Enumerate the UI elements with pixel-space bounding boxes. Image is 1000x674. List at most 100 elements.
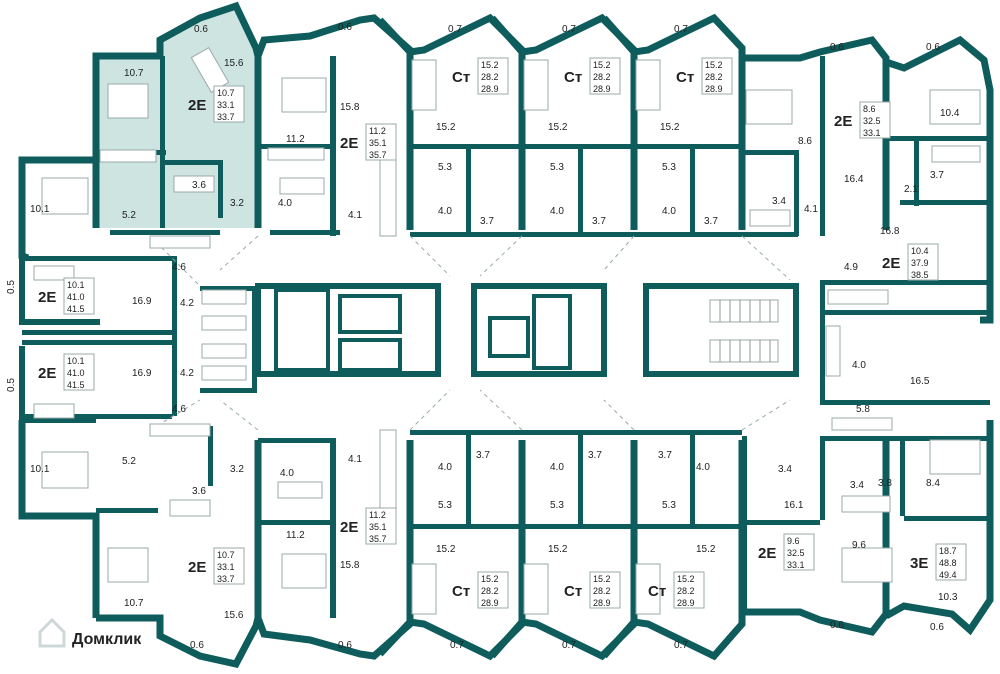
unit-area-total: 41.0 bbox=[67, 292, 85, 302]
room-area: 0.7 bbox=[562, 24, 576, 35]
unit-type: 2Е bbox=[188, 559, 206, 576]
corridor-dashes bbox=[149, 235, 791, 431]
unit-area-living: 8.6 bbox=[863, 104, 876, 114]
room-area: 16.9 bbox=[132, 296, 152, 307]
unit-area-with-balcony: 35.7 bbox=[369, 150, 387, 160]
room-area: 4.2 bbox=[180, 298, 194, 309]
unit-badge[interactable]: Ст 15.2 28.2 28.9 bbox=[648, 571, 705, 609]
room-area: 15.2 bbox=[436, 544, 456, 555]
unit-area-total: 28.2 bbox=[593, 586, 611, 596]
room-area: 0.5 bbox=[6, 280, 17, 294]
stair-flight bbox=[709, 299, 779, 363]
watermark: Домклик bbox=[38, 617, 142, 648]
unit-area-living: 18.7 bbox=[939, 546, 957, 556]
room-area: 4.0 bbox=[280, 468, 294, 479]
unit-badge[interactable]: Ст 15.2 28.2 28.9 bbox=[564, 571, 621, 609]
room-area: 15.2 bbox=[548, 544, 568, 555]
unit-badge[interactable]: 2Е 11.2 35.1 35.7 bbox=[340, 507, 397, 545]
unit-type: 2Е bbox=[340, 135, 358, 152]
unit-type: Ст bbox=[452, 69, 470, 86]
room-area: 2.1 bbox=[904, 184, 918, 195]
room-area: 4.0 bbox=[438, 206, 452, 217]
room-area: 16.5 bbox=[910, 376, 930, 387]
unit-area-total: 35.1 bbox=[369, 522, 387, 532]
room-area: 5.2 bbox=[122, 210, 136, 221]
unit-badge[interactable]: Ст 15.2 28.2 28.9 bbox=[564, 57, 621, 95]
room-area: 16.8 bbox=[880, 226, 900, 237]
unit-type: 2Е bbox=[758, 545, 776, 562]
room-area: 15.8 bbox=[340, 560, 360, 571]
room-area: 3.4 bbox=[772, 196, 786, 207]
unit-badge[interactable]: 2Е 10.7 33.1 33.7 bbox=[188, 85, 245, 123]
unit-area-living: 15.2 bbox=[705, 60, 723, 70]
unit-area-living: 10.7 bbox=[217, 550, 235, 560]
unit-type: Ст bbox=[648, 583, 666, 600]
interior-walls bbox=[22, 56, 990, 618]
unit-badge[interactable]: 3Е 18.7 48.8 49.4 bbox=[910, 543, 967, 581]
room-area: 16.4 bbox=[844, 174, 864, 185]
unit-badge[interactable]: 2Е 10.4 37.9 38.5 bbox=[882, 243, 939, 281]
room-area: 15.6 bbox=[224, 610, 244, 621]
room-area: 5.3 bbox=[662, 500, 676, 511]
unit-badge[interactable]: Ст 15.2 28.2 28.9 bbox=[452, 57, 509, 95]
room-area: 0.7 bbox=[674, 24, 688, 35]
room-area: 10.1 bbox=[30, 464, 50, 475]
unit-badge[interactable]: 2Е 9.6 32.5 33.1 bbox=[758, 533, 815, 571]
unit-type: Ст bbox=[564, 69, 582, 86]
room-area: 3.4 bbox=[778, 464, 792, 475]
unit-area-living: 15.2 bbox=[481, 60, 499, 70]
room-area: 3.8 bbox=[878, 478, 892, 489]
unit-area-living: 11.2 bbox=[369, 510, 386, 520]
unit-badge[interactable]: 2Е 10.1 41.0 41.5 bbox=[38, 353, 95, 391]
room-area: 15.8 bbox=[340, 102, 360, 113]
unit-area-living: 11.2 bbox=[369, 126, 386, 136]
unit-badge[interactable]: 2Е 8.6 32.5 33.1 bbox=[834, 101, 891, 139]
room-area: 3.2 bbox=[230, 464, 244, 475]
room-area: 4.9 bbox=[844, 262, 858, 273]
unit-type: 2Е bbox=[340, 519, 358, 536]
unit-area-with-balcony: 28.9 bbox=[705, 84, 723, 94]
room-area: 15.6 bbox=[224, 58, 244, 69]
unit-badge[interactable]: 2Е 11.2 35.1 35.7 bbox=[340, 123, 397, 161]
unit-type: 3Е bbox=[910, 555, 928, 572]
unit-area-with-balcony: 33.1 bbox=[863, 128, 881, 138]
unit-type: 2Е bbox=[188, 97, 206, 114]
unit-area-total: 41.0 bbox=[67, 368, 85, 378]
room-area: 8.6 bbox=[798, 136, 812, 147]
room-area: 0.7 bbox=[448, 24, 462, 35]
unit-badges: 2Е 10.7 33.1 33.7 2Е 11.2 35.1 35.7 Ст 1… bbox=[38, 57, 967, 609]
room-area: 4.1 bbox=[348, 210, 362, 221]
watermark-text: Домклик bbox=[72, 631, 142, 648]
unit-badge[interactable]: Ст 15.2 28.2 28.9 bbox=[676, 57, 733, 95]
unit-area-living: 10.4 bbox=[911, 246, 929, 256]
unit-area-with-balcony: 41.5 bbox=[67, 304, 85, 314]
unit-area-with-balcony: 28.9 bbox=[481, 84, 499, 94]
room-area: 3.7 bbox=[476, 450, 490, 461]
room-area: 0.6 bbox=[194, 24, 208, 35]
room-area: 0.6 bbox=[930, 622, 944, 633]
room-area: 15.2 bbox=[436, 122, 456, 133]
room-area: 4.1 bbox=[804, 204, 818, 215]
room-area: 8.4 bbox=[926, 478, 940, 489]
room-area: 4.6 bbox=[172, 262, 186, 273]
unit-area-with-balcony: 33.7 bbox=[217, 574, 235, 584]
unit-badge[interactable]: Ст 15.2 28.2 28.9 bbox=[452, 571, 509, 609]
room-area: 16.1 bbox=[784, 500, 804, 511]
room-area: 3.2 bbox=[230, 198, 244, 209]
room-area: 15.2 bbox=[660, 122, 680, 133]
unit-area-total: 37.9 bbox=[911, 258, 929, 268]
room-area: 4.0 bbox=[550, 462, 564, 473]
furniture bbox=[33, 46, 981, 615]
unit-badge[interactable]: 2Е 10.1 41.0 41.5 bbox=[38, 277, 95, 315]
room-area: 4.0 bbox=[278, 198, 292, 209]
room-area: 4.0 bbox=[438, 462, 452, 473]
room-area: 15.2 bbox=[548, 122, 568, 133]
house-logo-icon bbox=[38, 617, 66, 648]
unit-badge[interactable]: 2Е 10.7 33.1 33.7 bbox=[188, 547, 245, 585]
unit-type: Ст bbox=[564, 583, 582, 600]
unit-area-living: 15.2 bbox=[481, 574, 499, 584]
unit-area-with-balcony: 28.9 bbox=[481, 598, 499, 608]
unit-area-total: 28.2 bbox=[481, 586, 499, 596]
room-area: 0.7 bbox=[562, 640, 576, 651]
